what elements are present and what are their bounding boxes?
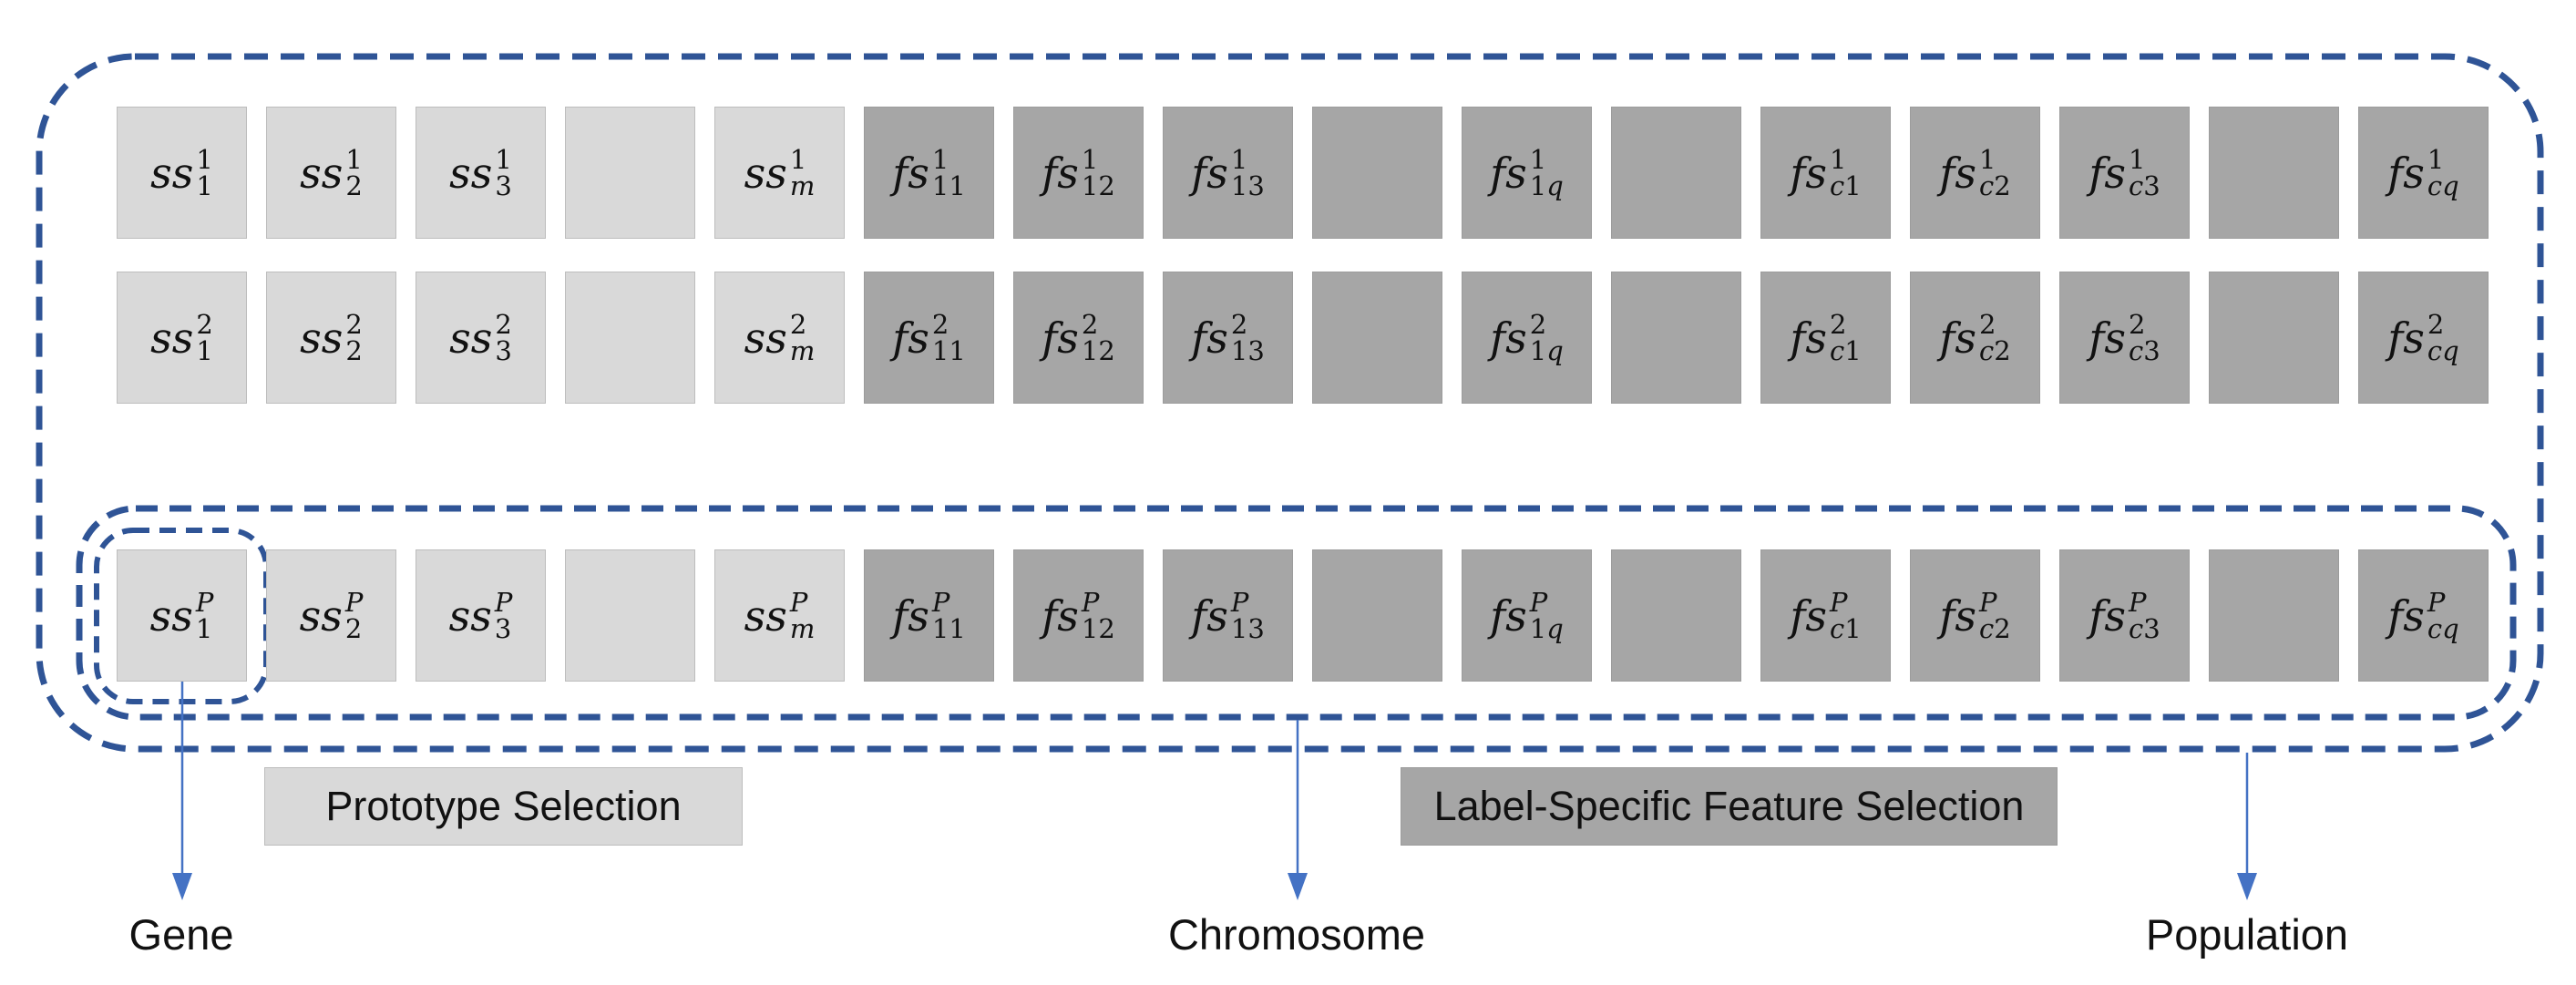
cell-ellipsis <box>1312 272 1442 404</box>
cell-ellipsis <box>565 107 695 239</box>
cell-ellipsis <box>2209 549 2339 682</box>
gene-arrow <box>172 682 192 900</box>
cell-ellipsis <box>565 549 695 682</box>
cell-ellipsis <box>565 272 695 404</box>
cell-ellipsis <box>1611 272 1741 404</box>
cell-ellipsis <box>2209 272 2339 404</box>
population-outline <box>36 53 2544 753</box>
cell-ellipsis <box>1611 107 1741 239</box>
feature-selection-legend: Label-Specific Feature Selection <box>1401 767 2058 846</box>
population-arrow <box>2237 753 2257 900</box>
chromosome-outline <box>76 505 2517 721</box>
gene-label: Gene <box>128 910 234 959</box>
cell-ellipsis <box>2209 107 2339 239</box>
cell-ellipsis <box>1312 549 1442 682</box>
prototype-selection-legend: Prototype Selection <box>264 767 743 846</box>
chromosome-label: Chromosome <box>1167 910 1426 959</box>
population-label: Population <box>2145 910 2349 959</box>
chromosome-arrow <box>1288 720 1308 900</box>
cell-ellipsis <box>1312 107 1442 239</box>
cell-ellipsis <box>1611 549 1741 682</box>
